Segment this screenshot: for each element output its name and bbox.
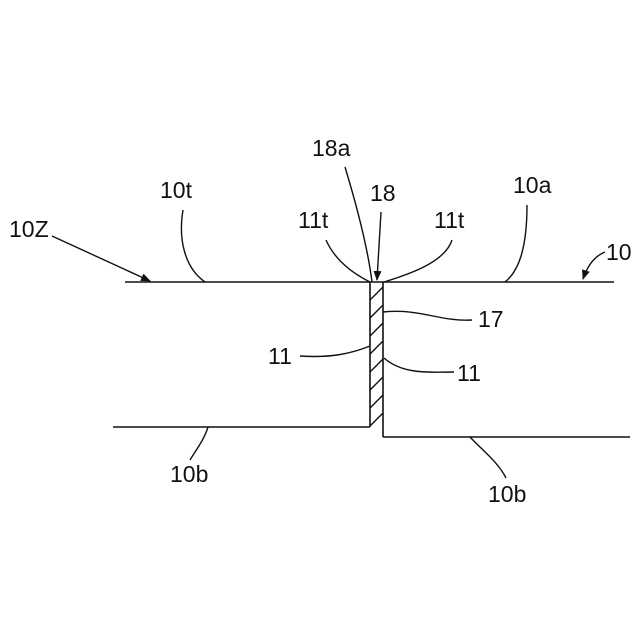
arrow-10: [583, 252, 605, 279]
label-10b-right: 10b: [488, 481, 526, 507]
leader-11-left: [300, 346, 370, 357]
label-18: 18: [370, 180, 396, 206]
label-11t-left: 11t: [298, 207, 329, 233]
label-18a: 18a: [312, 135, 351, 161]
label-10b-left: 10b: [170, 461, 208, 487]
label-11-left: 11: [268, 343, 292, 369]
label-11t-right: 11t: [434, 207, 465, 233]
filler-hatching: [370, 287, 383, 426]
leader-10a: [505, 205, 527, 282]
leader-11-right: [384, 358, 454, 372]
label-10z: 10Z: [9, 216, 49, 242]
leader-10b-right: [470, 437, 506, 478]
leader-11t-left: [326, 240, 370, 282]
label-10a: 10a: [513, 172, 552, 198]
arrow-10z: [52, 236, 150, 281]
label-17: 17: [478, 306, 504, 332]
leader-18a: [345, 167, 372, 282]
leader-17: [383, 311, 472, 320]
label-10t: 10t: [160, 177, 193, 203]
leader-10b-left: [190, 427, 208, 460]
label-11-right: 11: [457, 360, 481, 386]
arrow-18: [377, 212, 381, 280]
leader-11t-right: [384, 240, 452, 282]
leader-10t: [181, 210, 205, 282]
label-10: 10: [606, 239, 632, 265]
